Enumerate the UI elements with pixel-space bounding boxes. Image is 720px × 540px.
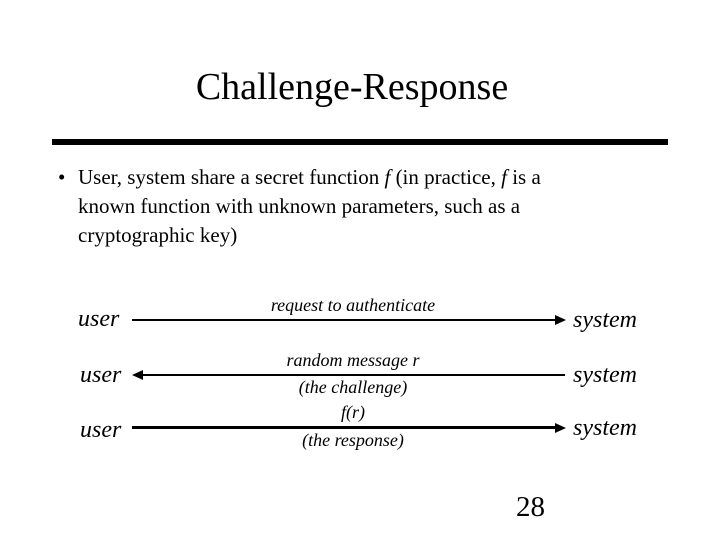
row3-system-label: system [573,415,637,441]
row3-arrow-line [132,426,556,429]
row2-arrowhead-left-icon [132,370,143,380]
slide-title: Challenge-Response [195,66,509,108]
bullet-text: User, system share a secret function f (… [78,163,658,250]
row1-arrowhead-right-icon [555,315,566,325]
bullet-paragraph: • User, system share a secret function f… [58,163,658,250]
row3-user-label: user [80,417,122,443]
row1-user-label: user [78,306,120,332]
row1-message-label: request to authenticate [270,295,436,315]
row3-arrowhead-right-icon [555,423,566,433]
row2-user-label: user [80,362,122,388]
title-underline-rule [52,139,668,145]
row2-message-label: random message r [286,350,420,370]
row2-system-label: system [573,362,637,388]
bullet-text-line: cryptographic key) [78,223,238,247]
row3-message-sublabel: (the response) [302,430,404,450]
bullet-marker: • [58,165,66,189]
page-number: 28 [516,491,545,523]
row1-arrow-line [132,319,556,321]
row3-message-label: f(r) [341,402,365,422]
bullet-text-line: User, system share a secret function f (… [78,165,541,189]
row1-system-label: system [573,307,637,333]
bullet-text-line: known function with unknown parameters, … [78,194,521,218]
row2-message-sublabel: (the challenge) [298,377,408,397]
row2-arrow-line [142,374,565,376]
